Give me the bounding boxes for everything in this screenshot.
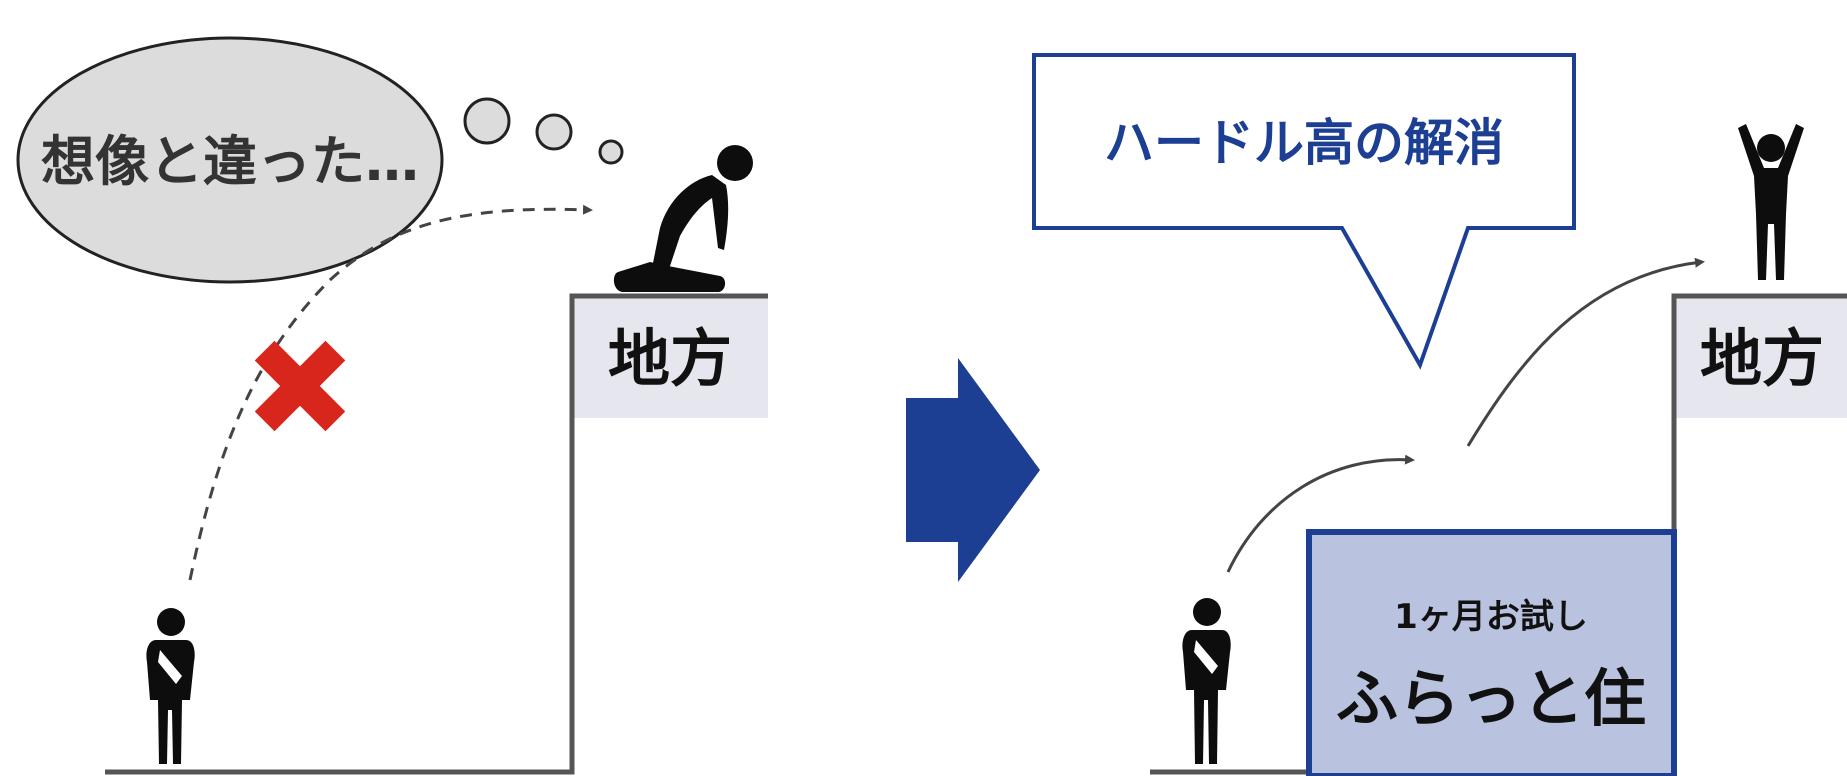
thinking-person-icon-left bbox=[146, 608, 195, 764]
left-step: 地方 bbox=[105, 293, 768, 775]
thought-text: 想像と違った… bbox=[41, 130, 419, 193]
left-destination-label: 地方 bbox=[608, 322, 732, 395]
thought-dot-small bbox=[598, 139, 624, 165]
thought-bubble: 想像と違った… bbox=[16, 36, 624, 284]
thought-dot-medium bbox=[535, 113, 573, 151]
callout-text: ハードル高の解消 bbox=[1104, 114, 1504, 172]
thought-bubble-ellipse bbox=[16, 36, 444, 284]
callout-shape bbox=[1032, 53, 1576, 370]
red-x-icon bbox=[254, 340, 346, 432]
thought-dot-large bbox=[463, 97, 511, 145]
trial-box: 1ヶ月お試し ふらっと住 bbox=[1306, 529, 1677, 776]
right-step-top-fill bbox=[1674, 296, 1847, 418]
right-panel: 地方 1ヶ月お試し ふらっと住 ハードル高の解消 bbox=[1032, 53, 1847, 776]
cheering-person-icon bbox=[1738, 124, 1804, 280]
second-step-arrow bbox=[1466, 257, 1705, 447]
left-step-top-fill bbox=[572, 296, 768, 418]
trial-line2: ふらっと住 bbox=[1336, 662, 1646, 735]
first-step-arrow bbox=[1226, 454, 1415, 573]
right-destination-label: 地方 bbox=[1700, 322, 1824, 395]
trial-box-rect bbox=[1306, 529, 1677, 776]
left-step-outline bbox=[105, 293, 768, 775]
failed-jump-path bbox=[188, 204, 593, 581]
blue-right-arrow-icon bbox=[906, 358, 1040, 582]
kneeling-despair-person-icon bbox=[613, 145, 753, 292]
left-panel: 地方 想像と違った… bbox=[16, 36, 768, 775]
thinking-person-icon-right bbox=[1182, 598, 1231, 764]
trial-line1: 1ヶ月お試し bbox=[1394, 597, 1588, 637]
callout: ハードル高の解消 bbox=[1032, 53, 1576, 370]
